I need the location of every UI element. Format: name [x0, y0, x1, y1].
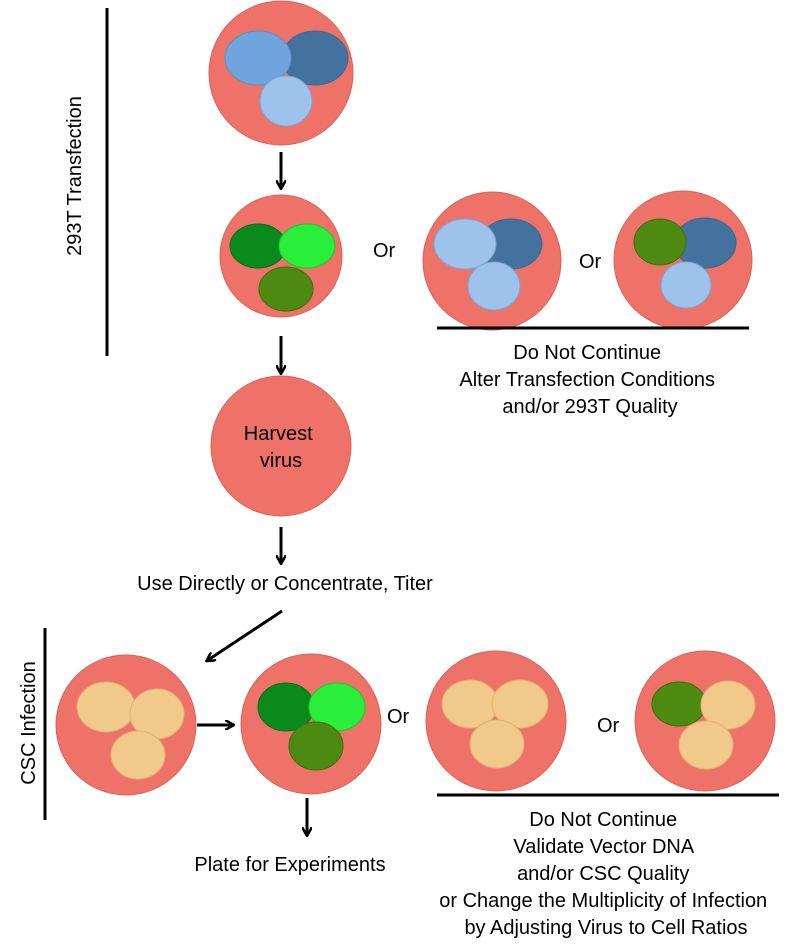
harvest-virus-dish [210, 375, 352, 517]
dish-csc-uninfected [55, 654, 197, 796]
harvest-label-line-1: Harvest [244, 423, 313, 445]
use-directly-label: Use Directly or Concentrate, Titer [137, 573, 433, 595]
or-label-transfection-2: Or [579, 251, 602, 273]
dish-csc-infected-green [240, 653, 382, 795]
harvest-virus-label: Harvest virus [244, 423, 318, 472]
fail-note-infection: Do Not Continue Validate Vector DNA and/… [439, 809, 773, 939]
transfection-section-label: 293T Transfection [64, 96, 86, 256]
plate-for-experiments-label: Plate for Experiments [194, 854, 385, 876]
fail-note-transfection-line-1: Do Not Continue [513, 342, 661, 364]
fail-note-infection-line-3: and/or CSC Quality [517, 863, 689, 885]
dish-plasmids [208, 0, 354, 146]
fail-note-infection-line-5: by Adjusting Virus to Cell Ratios [464, 917, 747, 939]
fail-note-infection-line-1: Do Not Continue [529, 809, 677, 831]
or-label-infection-2: Or [597, 715, 620, 737]
fail-note-transfection: Do Not Continue Alter Transfection Condi… [459, 342, 720, 418]
dish-csc-fail-partial [634, 650, 776, 792]
fail-note-infection-line-2: Validate Vector DNA [513, 836, 694, 858]
or-label-infection-1: Or [387, 706, 410, 728]
dish-transfected-green [219, 194, 343, 318]
harvest-label-line-2: virus [260, 450, 302, 472]
dish-fail-partial [613, 190, 753, 330]
arrow-to-csc [208, 609, 283, 660]
fail-note-transfection-line-3: and/or 293T Quality [502, 396, 677, 418]
dish-fail-untransfected [422, 191, 562, 331]
fail-note-transfection-line-2: Alter Transfection Conditions [459, 369, 715, 391]
infection-section-label: CSC Infection [18, 661, 40, 784]
dish-csc-fail-uninfected [425, 650, 567, 792]
or-label-transfection-1: Or [373, 240, 396, 262]
fail-note-infection-line-4: or Change the Multiplicity of Infection [439, 890, 767, 912]
